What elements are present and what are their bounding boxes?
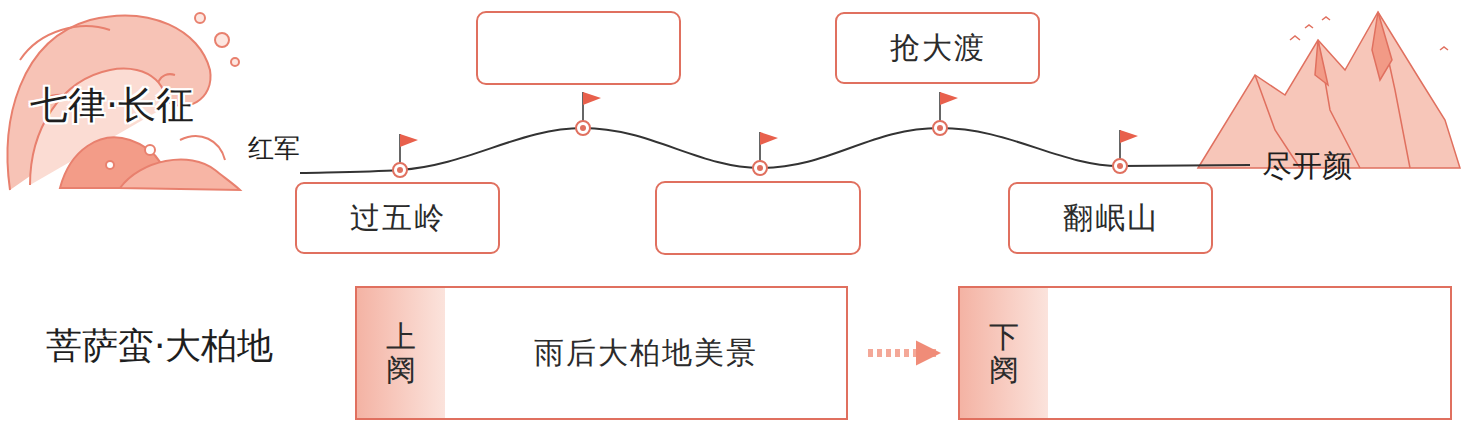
route-box: 抢大渡 [835, 12, 1040, 84]
blank-answer-box [477, 12, 680, 84]
stanza-tab: 下阕 [960, 288, 1048, 418]
poem-title: 七律·长征 [30, 80, 194, 131]
route-label: 红军 [248, 131, 300, 166]
stanza-body: 雨后大柏地美景 [445, 288, 846, 418]
wave-illustration [8, 13, 240, 190]
stanza-body [1048, 288, 1450, 418]
route-box: 翻岷山 [1008, 182, 1213, 254]
stanza-box: 上阕 雨后大柏地美景 [355, 286, 848, 420]
stanza-box: 下阕 [958, 286, 1452, 420]
stanza-heading: 下阕 [989, 320, 1019, 386]
route-label: 尽开颜 [1262, 146, 1352, 187]
route-text: 抢大渡 [890, 28, 986, 69]
route-text: 翻岷山 [1063, 198, 1159, 239]
flow-arrow [868, 349, 936, 357]
poem-title: 菩萨蛮·大柏地 [46, 322, 273, 371]
flag-markers [393, 92, 1138, 177]
stanza-tab: 上阕 [357, 288, 445, 418]
stanza-summary: 雨后大柏地美景 [534, 333, 758, 374]
mountain-illustration [1198, 12, 1460, 168]
stanza-heading: 上阕 [386, 320, 416, 386]
blank-answer-box [656, 182, 860, 254]
route-line [300, 128, 1250, 173]
route-text: 过五岭 [350, 198, 446, 239]
route-box: 过五岭 [295, 182, 500, 254]
